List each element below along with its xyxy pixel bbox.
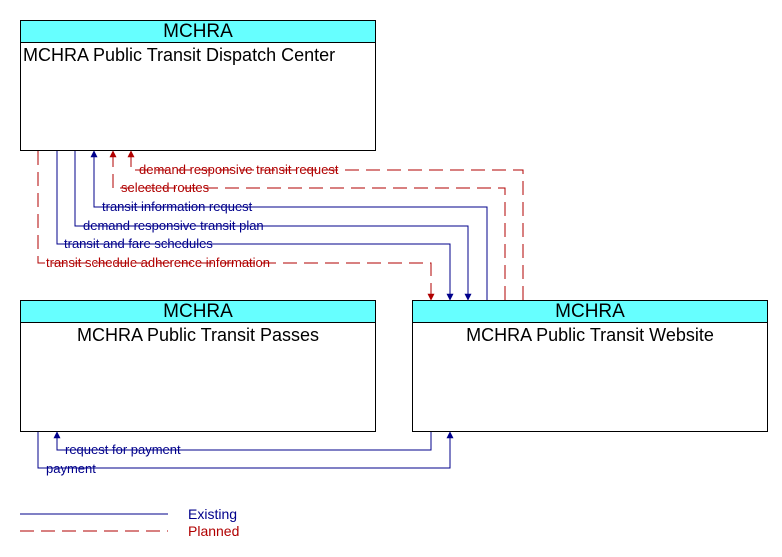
flow-line-demand-responsive-transit-plan <box>74 151 472 301</box>
flow-line-request-for-payment <box>53 431 432 451</box>
transit-website-title: MCHRA Public Transit Website <box>466 325 714 345</box>
transit-website-header: MCHRA <box>413 301 767 323</box>
transit-passes-box: MCHRA MCHRA Public Transit Passes <box>20 300 376 432</box>
dispatch-center-header: MCHRA <box>21 21 375 43</box>
flow-label-transit-information-request: transit information request <box>102 199 253 214</box>
flow-line-transit-and-fare-schedules <box>56 151 454 301</box>
flow-label-selected-routes: selected routes <box>121 180 210 195</box>
transit-website-box: MCHRA MCHRA Public Transit Website <box>412 300 768 432</box>
flow-line-selected-routes <box>109 150 506 300</box>
flow-label-transit-and-fare-schedules: transit and fare schedules <box>64 236 213 251</box>
flow-label-demand-responsive-transit-request: demand responsive transit request <box>139 162 339 177</box>
flow-line-payment <box>37 431 454 469</box>
flow-label-demand-responsive-transit-plan: demand responsive transit plan <box>83 218 264 233</box>
flow-line-transit-information-request <box>90 150 488 300</box>
flow-label-request-for-payment: request for payment <box>65 442 181 457</box>
flow-line-transit-schedule-adherence-information <box>37 151 435 301</box>
flow-label-transit-schedule-adherence-information: transit schedule adherence information <box>46 255 270 270</box>
legend-planned-label: Planned <box>188 523 239 539</box>
flow-label-payment: payment <box>46 461 96 476</box>
dispatch-center-title: MCHRA Public Transit Dispatch Center <box>23 45 336 65</box>
legend-existing-label: Existing <box>188 506 237 522</box>
flow-line-demand-responsive-transit-request <box>127 150 524 300</box>
transit-passes-header: MCHRA <box>21 301 375 323</box>
transit-passes-title: MCHRA Public Transit Passes <box>76 325 320 345</box>
dispatch-center-box: MCHRA MCHRA Public Transit Dispatch Cent… <box>20 20 376 151</box>
